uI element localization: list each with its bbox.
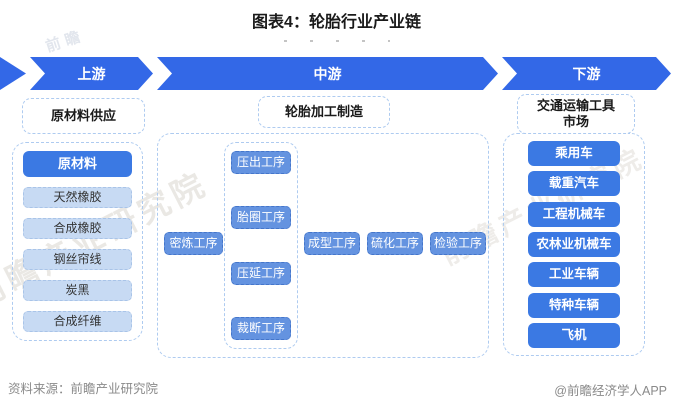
upstream-item: 合成纤维	[23, 311, 132, 332]
source-note: 资料来源：前瞻产业研究院	[8, 382, 159, 396]
midstream-header-label: 轮胎加工制造	[284, 104, 363, 119]
process-step: 压出工序	[231, 151, 291, 174]
midstream-final-steps: 成型工序 硫化工序 检验工序	[304, 232, 486, 255]
chain-stage-banner: 上游 中游 下游	[0, 57, 673, 90]
midstream-header: 轮胎加工制造	[258, 96, 390, 128]
upstream-header-label: 原材料供应	[50, 108, 116, 123]
downstream-item: 农林业机械车	[528, 231, 620, 257]
upstream-highlight-box: 原材料	[23, 151, 132, 177]
downstream-item: 乘用车	[528, 141, 620, 166]
upstream-item: 合成橡胶	[23, 218, 132, 239]
upstream-item: 炭黑	[23, 280, 132, 301]
process-step-mixing: 密炼工序	[164, 232, 223, 255]
process-step: 压延工序	[231, 261, 291, 285]
downstream-header: 交通运输工具 市场	[517, 94, 635, 134]
downstream-header-line2: 市场	[562, 114, 589, 129]
stage-downstream: 下游	[502, 57, 671, 90]
app-credit: @前瞻经济学人APP	[554, 384, 667, 398]
arrow-lead-icon	[0, 57, 26, 90]
title-underline-dots	[284, 40, 390, 42]
process-step: 裁断工序	[231, 316, 291, 340]
upstream-item: 钢丝帘线	[23, 249, 132, 270]
stage-downstream-label: 下游	[572, 65, 601, 82]
midstream-group: 密炼工序 压出工序 胎圈工序 压延工序 裁断工序 成型工序 硫化工序 检验工序	[157, 133, 489, 358]
downstream-item: 工业车辆	[528, 262, 620, 288]
stage-upstream-label: 上游	[77, 65, 106, 82]
midstream-substeps-group: 压出工序 胎圈工序 压延工序 裁断工序	[224, 142, 298, 349]
downstream-item: 飞机	[528, 322, 620, 348]
downstream-header-line1: 交通运输工具	[536, 98, 615, 113]
process-step: 成型工序	[304, 232, 360, 255]
downstream-item: 载重汽车	[528, 171, 620, 197]
upstream-header: 原材料供应	[22, 98, 145, 134]
downstream-group: 乘用车 载重汽车 工程机械车 农林业机械车 工业车辆 特种车辆 飞机	[503, 133, 645, 356]
downstream-item: 工程机械车	[528, 201, 620, 227]
upstream-item: 天然橡胶	[23, 187, 132, 208]
stage-midstream-label: 中游	[313, 65, 342, 82]
stage-upstream: 上游	[30, 57, 153, 90]
stage-midstream: 中游	[157, 57, 498, 90]
process-step: 检验工序	[430, 232, 486, 255]
upstream-group: 原材料 天然橡胶 合成橡胶 钢丝帘线 炭黑 合成纤维	[12, 142, 143, 341]
process-step: 硫化工序	[367, 232, 423, 255]
page-title: 图表4：轮胎行业产业链	[252, 14, 421, 31]
process-step: 胎圈工序	[231, 206, 291, 230]
downstream-item: 特种车辆	[528, 292, 620, 318]
